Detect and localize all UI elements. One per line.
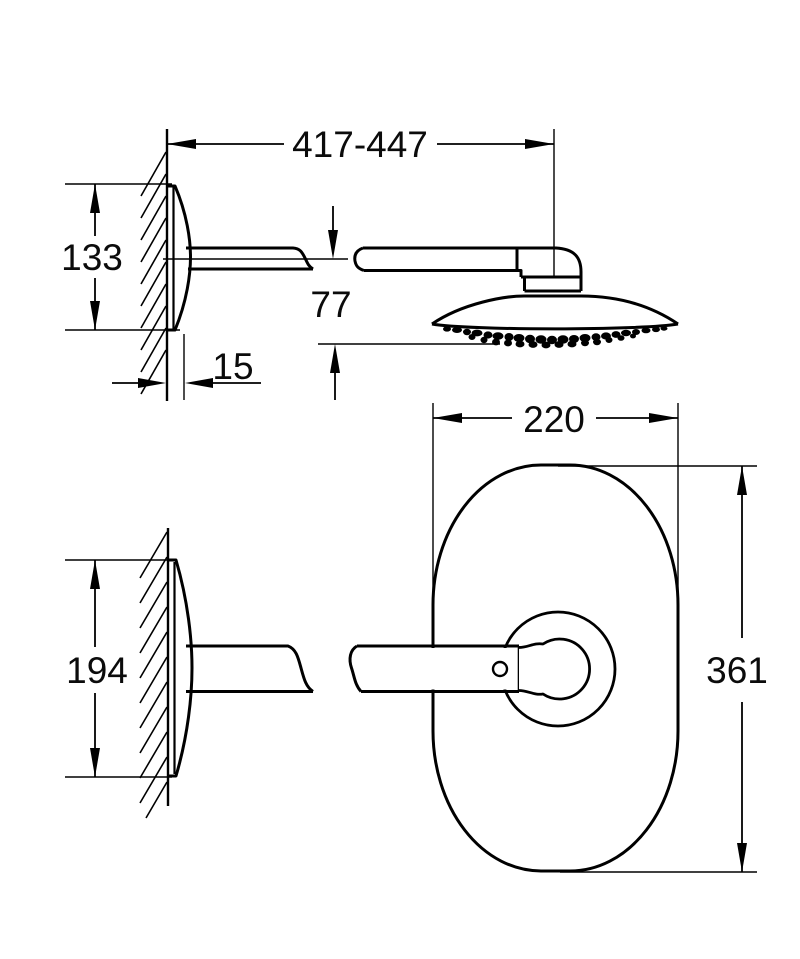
dimension-label-arm-reach: 417-447 bbox=[292, 124, 428, 165]
arrowhead-up bbox=[330, 344, 340, 373]
dimension-escutcheon-height-front: 194 bbox=[65, 559, 172, 778]
dimension-label-head-height: 361 bbox=[706, 650, 768, 691]
side-view: 417-447 133 77 15 bbox=[61, 124, 679, 401]
arrowhead-down bbox=[90, 301, 100, 330]
arrowhead-right bbox=[525, 139, 554, 149]
dimension-escutcheon-depth: 15 bbox=[112, 334, 261, 400]
dimension-head-height: 361 bbox=[558, 465, 768, 873]
wall-plate bbox=[168, 558, 194, 778]
arrowhead-left bbox=[433, 413, 462, 423]
arrowhead-up bbox=[90, 560, 100, 589]
screw-hole bbox=[491, 660, 509, 678]
dimension-label-head-drop: 77 bbox=[310, 284, 351, 325]
arrowhead-up bbox=[90, 184, 100, 213]
wall-hatching bbox=[139, 531, 168, 819]
arm-elbow bbox=[515, 246, 583, 293]
shower-arm bbox=[186, 644, 314, 693]
shower-head-side bbox=[431, 294, 679, 331]
spray-nozzles bbox=[443, 326, 668, 349]
arrowhead-left bbox=[185, 378, 213, 388]
arrowhead-down bbox=[328, 230, 338, 259]
joint-knob bbox=[518, 637, 591, 701]
dimension-label-head-width: 220 bbox=[523, 399, 585, 440]
arrowhead-right bbox=[138, 378, 166, 388]
dimension-head-drop: 77 bbox=[310, 206, 500, 400]
dimension-label-escutcheon-height-front: 194 bbox=[66, 650, 128, 691]
wall-plate bbox=[167, 184, 192, 332]
dimension-arm-reach: 417-447 bbox=[167, 124, 555, 278]
dimension-escutcheon-height: 133 bbox=[61, 183, 180, 331]
front-view: 220 194 361 bbox=[65, 399, 768, 873]
arrowhead-right bbox=[649, 413, 678, 423]
dimension-label-escutcheon-depth: 15 bbox=[212, 346, 253, 387]
arrowhead-down bbox=[737, 843, 747, 872]
arrowhead-left bbox=[167, 139, 196, 149]
wall-hatching bbox=[140, 151, 167, 395]
arrowhead-up bbox=[737, 466, 747, 495]
dimension-head-width: 220 bbox=[432, 399, 679, 602]
arrowhead-down bbox=[90, 748, 100, 777]
shower-arm bbox=[186, 246, 523, 277]
dimension-label-escutcheon-height: 133 bbox=[61, 237, 123, 278]
